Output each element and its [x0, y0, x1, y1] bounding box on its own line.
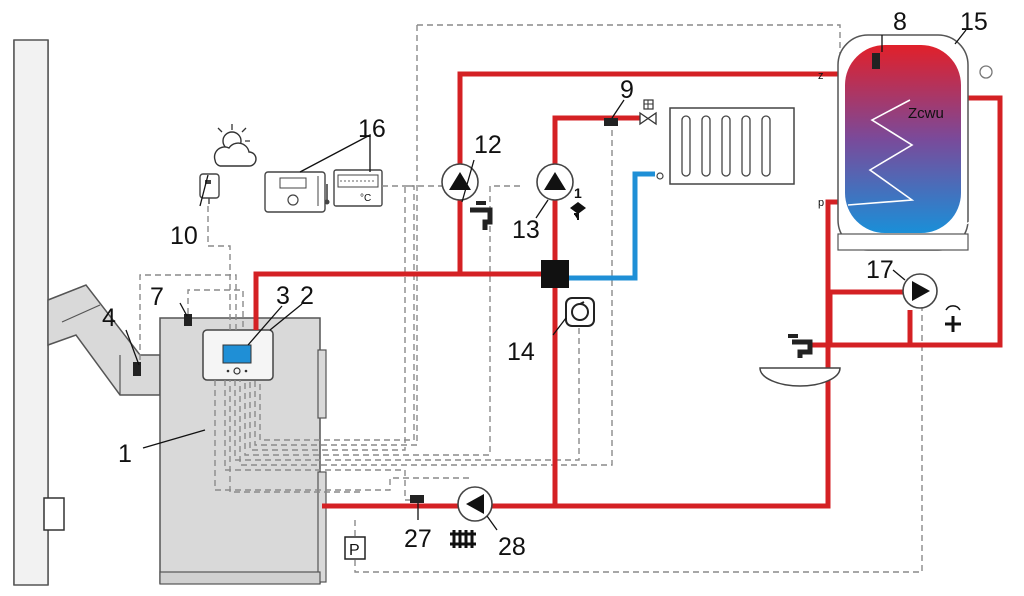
tank-sensor [872, 53, 880, 69]
pump-13 [536, 163, 574, 201]
circulation-valve-icon [945, 305, 961, 332]
label-controller: 2 [300, 282, 314, 310]
protection-label: P [349, 542, 360, 559]
boiler-temp-sensor [184, 314, 192, 326]
valve-actuator [565, 297, 595, 327]
return-pipe-cold [568, 171, 655, 281]
tank-port-p: p [818, 197, 824, 209]
label-flue-sensor: 4 [102, 304, 116, 332]
flue-sensor [133, 362, 141, 376]
flue-pipe [47, 284, 161, 396]
label-boiler: 1 [118, 440, 132, 468]
dhw-tank: Zcwu z p [818, 34, 993, 251]
tank-label-zcwu: Zcwu [908, 105, 944, 122]
basin [759, 334, 841, 387]
mixing-valve-icon [541, 260, 569, 288]
outdoor-sensor [199, 173, 220, 204]
label-pump-12: 12 [474, 131, 502, 159]
label-return-sensor: 27 [404, 525, 432, 553]
label-boiler-sensor: 7 [150, 283, 164, 311]
room-thermostat[interactable]: °C [333, 169, 383, 207]
supply-pipes [253, 71, 1003, 509]
label-pipe-sensor: 9 [620, 76, 634, 104]
radiator [656, 107, 795, 185]
pipe-temp-sensor [604, 118, 618, 126]
weather-icon [213, 124, 257, 167]
chimney-cleanout [43, 497, 65, 531]
three-way-valve-icon: 1 [570, 185, 586, 220]
return-sensor [410, 495, 424, 503]
tank-port-z: z [818, 70, 824, 82]
svg-text:1: 1 [574, 185, 582, 201]
pump-12 [441, 163, 479, 201]
room-panel[interactable] [264, 171, 326, 213]
thermostatic-valve-icon [639, 99, 657, 126]
thermometer-icon [324, 184, 330, 205]
label-mixing-actuator: 14 [507, 338, 535, 366]
leader-lines [125, 29, 967, 531]
radiator-small-icon [450, 530, 476, 548]
thermostat-unit: °C [360, 193, 371, 204]
tank-vent [979, 65, 993, 79]
controller-display [222, 344, 252, 364]
protection-box: P [344, 536, 366, 560]
faucet-icon [470, 201, 493, 230]
label-weather-sensor: 10 [170, 222, 198, 250]
label-return-pump: 28 [498, 533, 526, 561]
label-room-panels: 16 [358, 115, 386, 143]
circulation-pump-17 [902, 273, 938, 309]
label-circulation-pump: 17 [866, 256, 894, 284]
label-display: 3 [276, 282, 290, 310]
boiler [159, 314, 327, 585]
controller-knob-icon[interactable] [233, 367, 241, 375]
label-pump-13: 13 [512, 216, 540, 244]
label-dhw-tank: 15 [960, 8, 988, 36]
label-tank-sensor: 8 [893, 8, 907, 36]
return-pump-28 [457, 486, 493, 522]
